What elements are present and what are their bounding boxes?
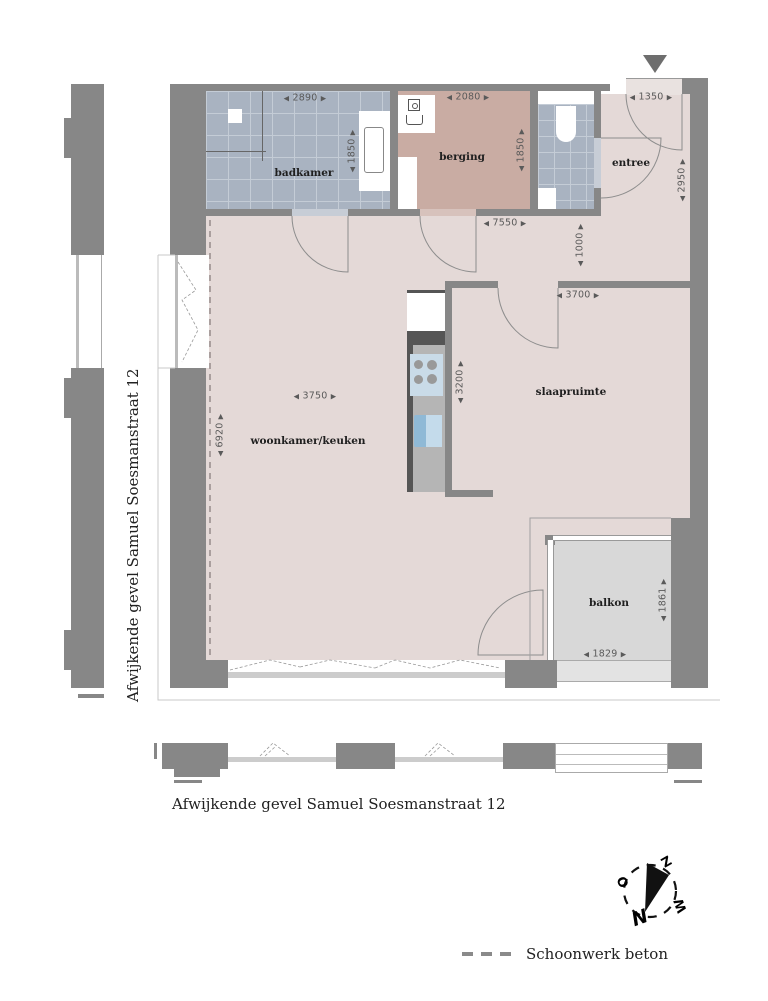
dim-entree-width: ◀ 1350 ▶ [629,91,673,103]
kitchen-sink [414,415,442,447]
bottom-elev-window-1 [228,757,336,762]
bottom-elev-window-2 [395,757,503,762]
wall-bottom-mid [505,660,557,688]
toilet-bowl [556,106,576,142]
bottom-elev-wall-2 [336,743,395,769]
washing-machine [398,95,435,133]
balcony-rail-top [553,535,671,541]
door-swing-bath [291,215,349,273]
legend-label-schoonwerk-beton: Schoonwerk beton [526,945,669,963]
entrance-arrow-icon [643,55,667,73]
window-left [175,255,209,368]
room-label-slaapruimte: slaapruimte [535,386,607,398]
door-opening-berging [420,209,476,216]
bottom-elev-wall-1b [174,765,220,777]
wall-outer-left-top [170,84,206,255]
bottom-elev-base-left [174,780,202,783]
window-bottom [228,672,505,678]
dim-woonkamer-width: ◀ 3750 ▶ [293,390,337,402]
door-swing-toilet [600,137,662,199]
door-opening-toilet [594,138,601,188]
fridge [407,293,445,331]
storage-cabinet [398,157,417,209]
compass: Z O W N [612,852,692,931]
room-label-badkamer: badkamer [274,167,334,179]
floor-entree [600,94,690,219]
bottom-elev-balcony [555,743,668,773]
door-swing-berging [419,215,477,273]
wall-bottom-left [170,660,228,688]
floor-balkon [553,538,671,660]
left-elev-window [76,255,102,368]
wall-outer-right-balcony [671,518,708,688]
left-elev-wall-top-ledge [64,118,74,158]
left-elev-wall-ledge-2 [64,630,74,670]
bottom-elevation-caption: Afwijkende gevel Samuel Soesmanstraat 12 [172,795,506,813]
wall-slaap-left [445,281,452,496]
door-opening-bath [292,209,348,216]
front-door-opening [626,78,682,95]
dim-hall-width: ◀ 7550 ▶ [483,217,527,229]
wall-outer-top [170,84,610,91]
wall-bath-berging [390,91,398,216]
wall-berging-toilet [530,91,538,216]
left-elev-base [78,694,104,698]
balcony-edge [557,660,671,682]
compass-icon [622,863,678,919]
room-label-woonkamer: woonkamer/keuken [250,435,366,447]
bottom-elev-wall-1 [162,743,228,769]
dim-balkon-width: ◀ 1829 ▶ [583,648,627,660]
wall-slaap-top [445,281,690,288]
wall-slaap-stub [445,490,493,497]
left-elev-wall-top [71,84,104,255]
legend: Schoonwerk beton [462,943,668,965]
shower-divider-v [262,91,263,161]
bottom-elev-base-right [674,780,702,783]
dashed-line-icon [462,952,514,956]
door-swing-entree [625,93,683,151]
dim-slaap-width: ◀ 3700 ▶ [556,289,600,301]
wall-outer-left-bottom [170,368,206,688]
wall-bath-bottom [206,209,601,216]
hand-basin [538,188,556,209]
bottom-elev-wall-3 [503,743,555,769]
bottom-elev-wall-4 [668,743,702,769]
bottom-elev-tick [154,743,157,759]
room-label-berging: berging [439,151,485,163]
sink [228,109,242,123]
door-swing-slaap [497,287,559,349]
shower-divider [206,151,266,152]
left-elev-wall-bottom [71,368,104,688]
cooktop [410,354,443,396]
door-opening-slaap [498,281,558,288]
room-label-balkon: balkon [588,597,630,609]
door-swing-balkon [477,589,544,656]
dim-badkamer-width: ◀ 2890 ▶ [283,92,327,104]
room-label-entree: entree [611,157,651,169]
bathtub [359,111,390,191]
dim-berging-width: ◀ 2080 ▶ [446,91,490,103]
left-elev-wall-ledge-1 [64,378,74,418]
toilet-cistern [538,91,594,104]
balcony-rail-left [547,540,554,660]
